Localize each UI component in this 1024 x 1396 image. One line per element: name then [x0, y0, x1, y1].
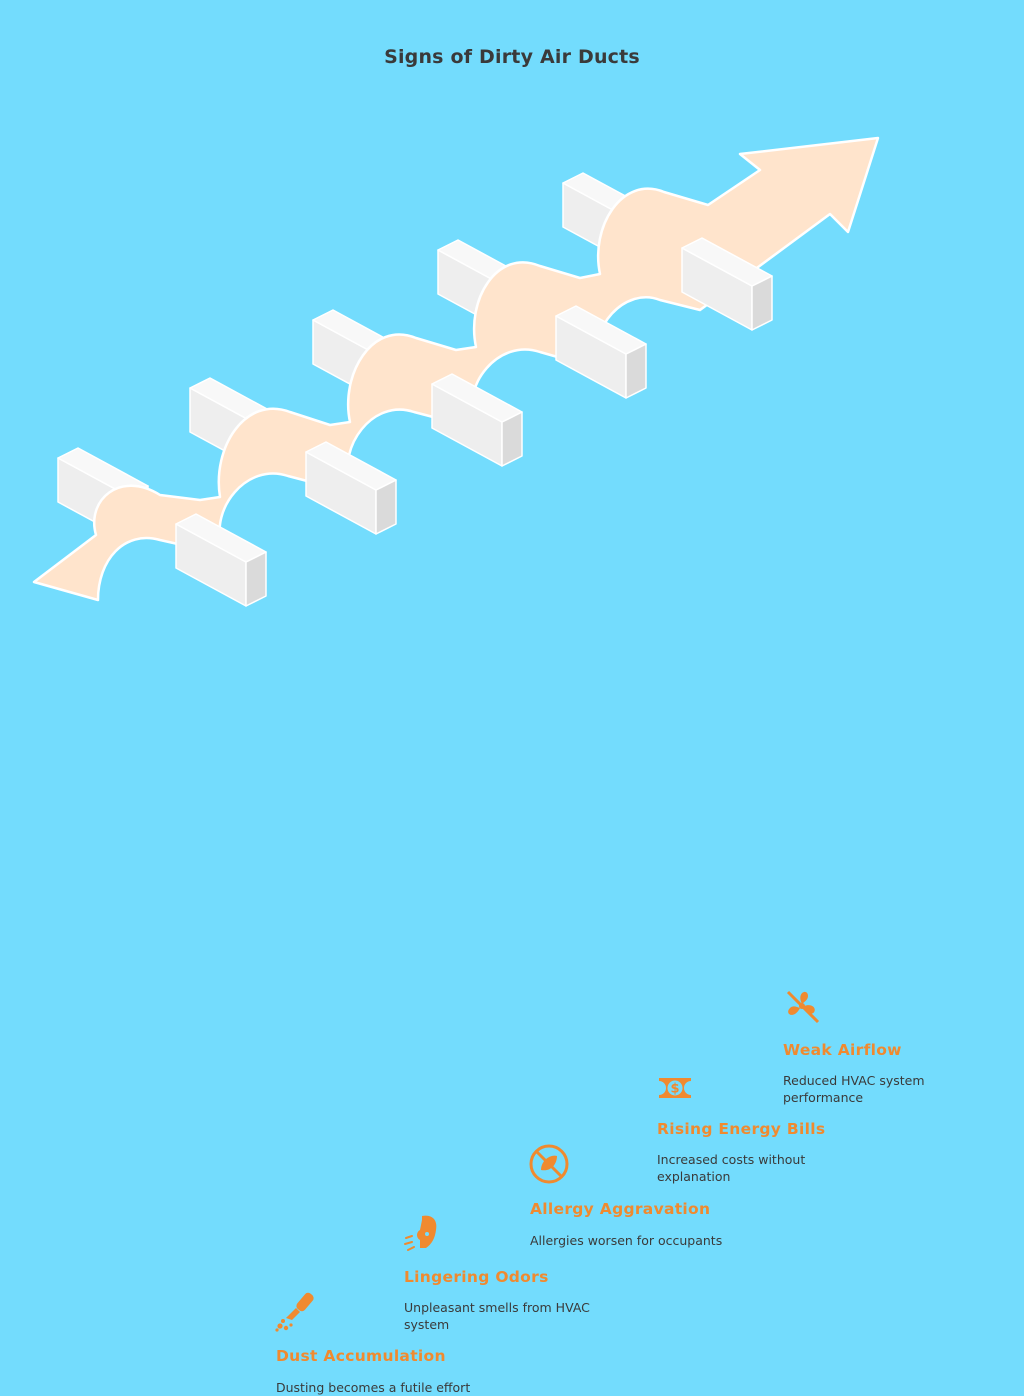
svg-text:$: $ [670, 1082, 679, 1097]
block-front-face [431, 373, 523, 423]
step-description: Dusting becomes a futile effort [276, 1380, 471, 1395]
step-title: Dust Accumulation [276, 1347, 446, 1365]
step-description: Reduced HVAC system performance [783, 1073, 925, 1105]
block-front-face [305, 441, 397, 491]
step-description: Increased costs without explanation [657, 1152, 806, 1184]
odor-nose-icon [404, 1215, 437, 1251]
dollar-bill-icon: $ [659, 1078, 691, 1098]
step-description: Unpleasant smells from HVAC system [404, 1300, 590, 1332]
allergy-no-pollen-icon [529, 1144, 569, 1184]
step-description: Allergies worsen for occupants [530, 1233, 723, 1248]
diagram-canvas: Signs of Dirty Air Ducts Dust Accumulati… [32, 46, 925, 1395]
step-title: Weak Airflow [783, 1041, 902, 1059]
block-back-face [57, 447, 149, 497]
block-front-face [175, 513, 267, 563]
block-row-front [175, 237, 773, 607]
step-title: Allergy Aggravation [530, 1200, 711, 1218]
ribbon-arrow [32, 136, 880, 602]
ribbon-arrow-graphic [32, 136, 880, 607]
step-title: Rising Energy Bills [657, 1120, 826, 1138]
block-front-face [681, 237, 773, 287]
step-title: Lingering Odors [404, 1268, 549, 1286]
page-title: Signs of Dirty Air Ducts [384, 46, 640, 68]
dust-brush-icon [275, 1292, 314, 1332]
block-front-face [555, 305, 647, 355]
fan-off-icon [786, 990, 820, 1024]
